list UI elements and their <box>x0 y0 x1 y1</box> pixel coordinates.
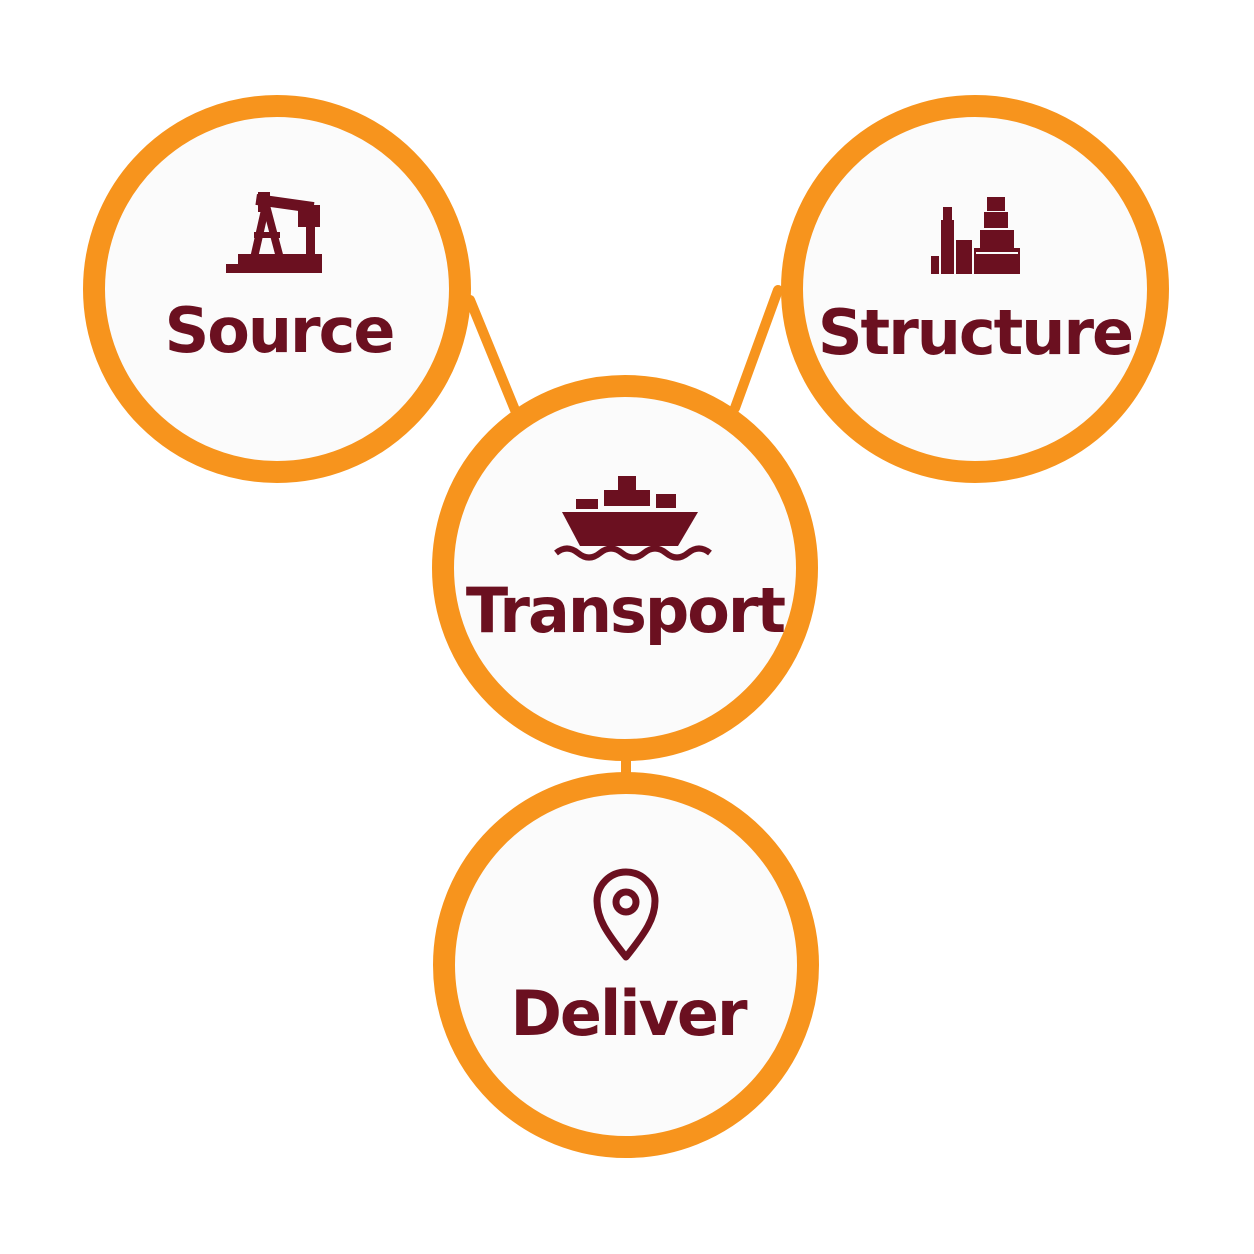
node-deliver-label: Deliver <box>510 977 747 1050</box>
node-transport: Transport <box>432 375 818 761</box>
node-source-label: Source <box>165 294 394 367</box>
node-source-ring <box>83 95 471 483</box>
node-source: Source <box>83 95 471 483</box>
location-pin-icon <box>593 868 659 961</box>
node-structure-ring <box>781 95 1169 483</box>
storage-containers-icon <box>931 197 1020 274</box>
node-deliver: Deliver <box>433 772 819 1158</box>
oil-pumpjack-icon <box>226 192 322 273</box>
node-transport-label: Transport <box>466 574 785 647</box>
node-deliver-ring <box>433 772 819 1158</box>
node-transport-ring <box>432 375 818 761</box>
edge-structure-transport <box>730 285 783 413</box>
cargo-ship-icon <box>554 476 712 561</box>
edge-source-transport <box>465 295 520 415</box>
node-structure-label: Structure <box>818 296 1132 369</box>
node-structure: Structure <box>781 95 1169 483</box>
